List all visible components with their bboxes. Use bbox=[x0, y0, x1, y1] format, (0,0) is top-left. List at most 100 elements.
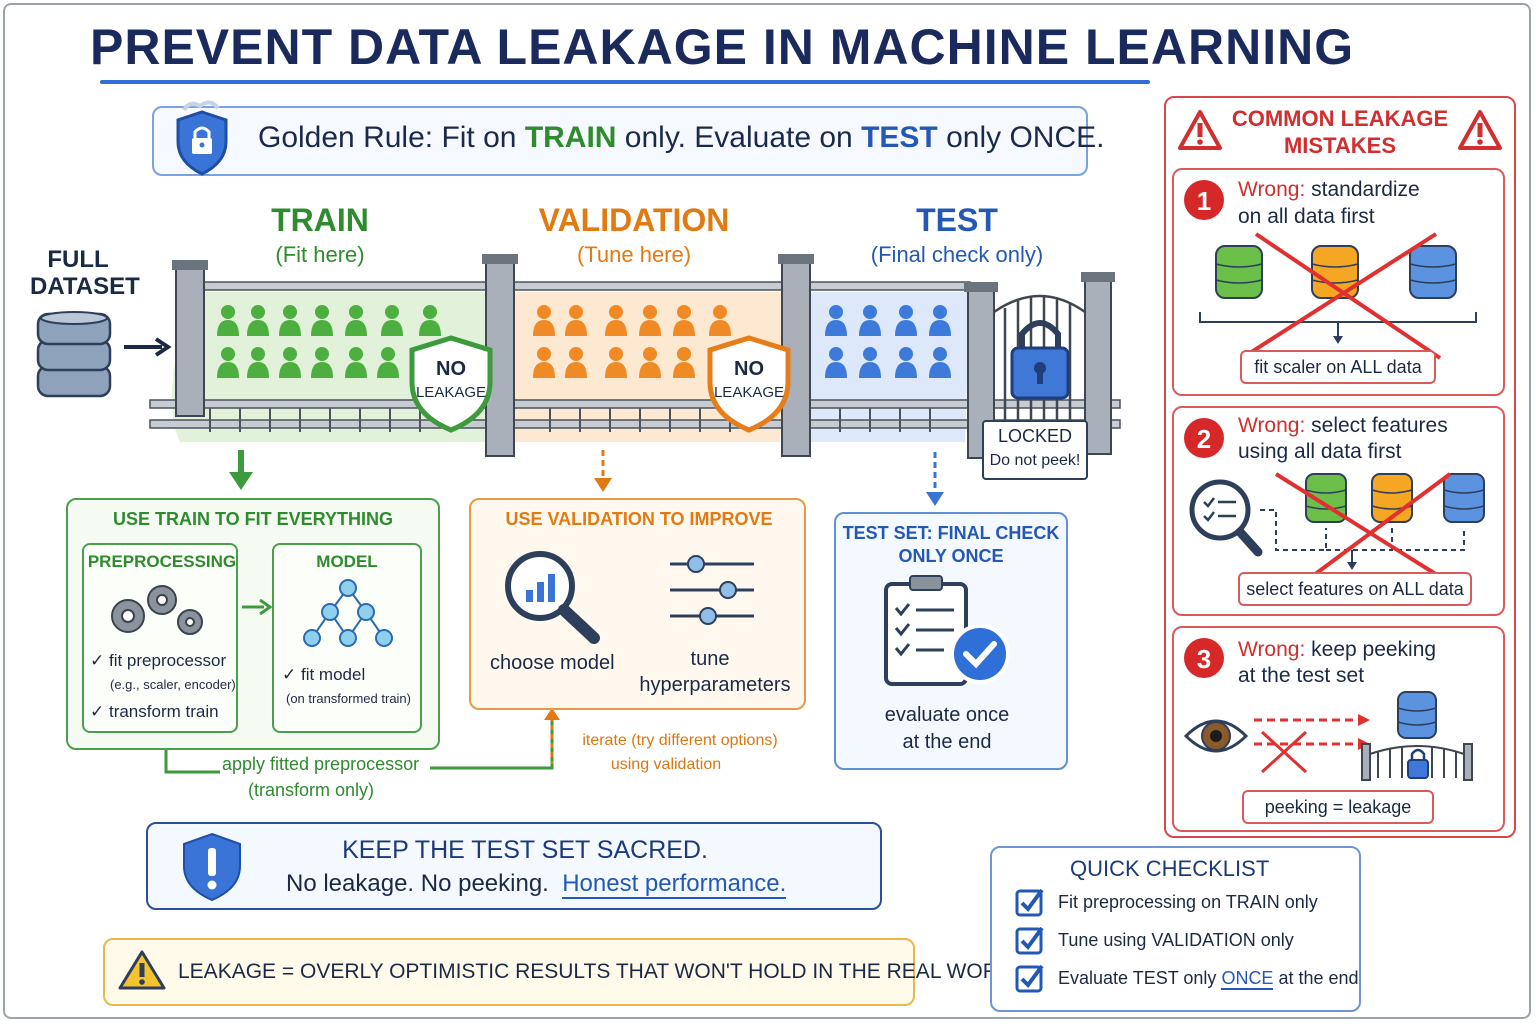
choose-model-label: choose model bbox=[490, 652, 615, 674]
hyperparameters-label: hyperparameters bbox=[639, 674, 791, 696]
mistake-1-desc: standardize bbox=[1305, 178, 1420, 201]
mistake-1-text-2: on all data first bbox=[1238, 205, 1375, 228]
checklist-item-3-once: ONCE bbox=[1221, 968, 1274, 990]
golden-rule-test: TEST bbox=[861, 121, 938, 154]
mistake-1-number-badge bbox=[1184, 180, 1224, 220]
train-title: TRAIN bbox=[271, 202, 369, 238]
validation-down-arrow bbox=[594, 450, 612, 492]
warning-icon-right bbox=[1458, 110, 1502, 150]
honest-performance: Honest performance. bbox=[562, 870, 787, 899]
leakage-definition: LEAKAGE = OVERLY OPTIMISTIC RESULTS THAT… bbox=[178, 960, 1031, 983]
quick-checklist-panel bbox=[990, 846, 1361, 1012]
mistake-3-text-1: Wrong: keep peeking bbox=[1238, 638, 1436, 662]
test-title: TEST bbox=[916, 202, 998, 238]
test-final-header-2: ONLY ONCE bbox=[898, 546, 1004, 566]
tune-label: tune bbox=[690, 648, 730, 670]
checklist-header: QUICK CHECKLIST bbox=[1070, 856, 1270, 881]
mistake-1-wrong: Wrong: bbox=[1238, 178, 1306, 201]
checkbox-icon-3 bbox=[1015, 964, 1044, 993]
evaluate-once-label: evaluate once bbox=[884, 704, 1010, 726]
sliders-icon bbox=[670, 555, 754, 625]
leakage-warning-banner bbox=[103, 938, 915, 1006]
keep-sacred-line2: No leakage. No peeking. Honest performan… bbox=[286, 870, 787, 899]
train-fit-header: USE TRAIN TO FIT EVERYTHING bbox=[112, 509, 394, 529]
mistake-2-number: 2 bbox=[1196, 424, 1212, 454]
shield-lock-icon bbox=[176, 100, 228, 176]
mistake-2-illustration bbox=[1189, 472, 1485, 580]
clipboard-check-icon bbox=[884, 575, 1010, 686]
mistake-2-wrong: Wrong: bbox=[1238, 414, 1306, 437]
golden-rule-suffix: only ONCE. bbox=[937, 121, 1105, 154]
mistake-2-number-badge bbox=[1184, 418, 1224, 458]
model-header: MODEL bbox=[316, 552, 378, 571]
warning-icon bbox=[118, 950, 166, 990]
transform-only-label: (transform only) bbox=[248, 780, 375, 800]
people-icons bbox=[217, 305, 951, 378]
fit-model-note: (on transformed train) bbox=[286, 691, 411, 706]
keep-test-sacred-banner bbox=[146, 822, 882, 910]
mistake-2-text-1: Wrong: select features bbox=[1238, 414, 1448, 438]
train-subtitle: (Fit here) bbox=[275, 242, 365, 267]
golden-rule-mid: only. Evaluate on bbox=[616, 121, 862, 154]
mistake-1-number: 1 bbox=[1196, 186, 1212, 216]
no-leakage-shield-orange bbox=[707, 335, 791, 433]
checklist-item-1: Fit preprocessing on TRAIN only bbox=[1058, 892, 1318, 912]
validation-improve-header: USE VALIDATION TO IMPROVE bbox=[505, 509, 773, 529]
database-icon bbox=[36, 311, 172, 398]
do-not-peek-label: Do not peek! bbox=[989, 452, 1081, 469]
mistakes-header-1: COMMON LEAKAGE bbox=[1231, 106, 1449, 131]
fit-preprocessor-item: ✓ fit preprocessor bbox=[90, 651, 227, 670]
iterate-label: iterate (try different options) bbox=[582, 732, 778, 749]
mistake-1-illustration bbox=[1199, 232, 1477, 360]
keep-sacred-line1: KEEP THE TEST SET SACRED. bbox=[342, 836, 708, 864]
locked-label-box bbox=[982, 420, 1088, 480]
checklist-item-3: Evaluate TEST only ONCE at the end bbox=[1058, 968, 1359, 990]
fit-preprocessor-note: (e.g., scaler, encoder) bbox=[110, 677, 236, 692]
shield-orange-no: NO bbox=[734, 358, 764, 380]
mistake-3-number: 3 bbox=[1196, 644, 1212, 674]
golden-rule-banner bbox=[152, 106, 1088, 176]
page-title: PREVENT DATA LEAKAGE IN MACHINE LEARNING bbox=[90, 19, 1355, 75]
using-validation-label: using validation bbox=[610, 756, 722, 773]
magnifier-chart-icon bbox=[505, 551, 600, 644]
checkbox-icon-2 bbox=[1015, 926, 1044, 955]
outer-frame bbox=[3, 3, 1531, 1019]
mistake-3-desc: keep peeking bbox=[1305, 638, 1437, 661]
transform-train-item: ✓ transform train bbox=[90, 702, 219, 721]
mistake-3-text-2: at the test set bbox=[1238, 664, 1365, 687]
checkbox-icon-1 bbox=[1015, 888, 1044, 917]
test-final-header-1: TEST SET: FINAL CHECK bbox=[842, 523, 1060, 543]
train-down-arrow bbox=[229, 450, 253, 490]
mistake-2-label: select features on ALL data bbox=[1238, 572, 1472, 606]
preprocessing-header: PREPROCESSING bbox=[87, 552, 237, 571]
at-the-end-label: at the end bbox=[902, 731, 992, 753]
fit-model-item: ✓ fit model bbox=[282, 665, 366, 684]
validation-subtitle: (Tune here) bbox=[576, 242, 692, 267]
test-down-arrow bbox=[926, 452, 944, 506]
mistake-3-label: peeking = leakage bbox=[1242, 790, 1434, 824]
checklist-item-2: Tune using VALIDATION only bbox=[1058, 930, 1294, 950]
golden-rule-text: Golden Rule: Fit on TRAIN only. Evaluate… bbox=[258, 121, 1104, 155]
mistake-1-label: fit scaler on ALL data bbox=[1240, 350, 1436, 384]
no-leakage-no-peeking: No leakage. No peeking. bbox=[286, 870, 549, 897]
apply-preprocessor-label: apply fitted preprocessor bbox=[222, 754, 420, 774]
title-underline bbox=[100, 80, 1150, 84]
mistake-1-text-1: Wrong: standardize bbox=[1238, 178, 1420, 202]
apply-preprocessor-connector bbox=[164, 708, 560, 774]
preprocess-to-model-arrow bbox=[242, 598, 272, 616]
checklist-item-3-c: at the end bbox=[1273, 968, 1359, 988]
full-dataset-label: FULL DATASET bbox=[30, 246, 140, 300]
shield-green-no: NO bbox=[436, 358, 466, 380]
mistake-2-desc: select features bbox=[1305, 414, 1448, 437]
mistake-3-number-badge bbox=[1184, 638, 1224, 678]
test-subtitle: (Final check only) bbox=[870, 242, 1044, 267]
mistakes-header-2: MISTAKES bbox=[1283, 133, 1397, 158]
golden-rule-train: TRAIN bbox=[524, 121, 617, 154]
golden-rule-prefix: Golden Rule: Fit on bbox=[258, 121, 525, 154]
mistake-2-text-2: using all data first bbox=[1238, 440, 1402, 463]
shield-alert-icon bbox=[183, 832, 241, 902]
shield-orange-leakage: LEAKAGE bbox=[713, 384, 785, 401]
checklist-item-3-a: Evaluate TEST only bbox=[1058, 968, 1222, 988]
mistake-3-wrong: Wrong: bbox=[1238, 638, 1306, 661]
